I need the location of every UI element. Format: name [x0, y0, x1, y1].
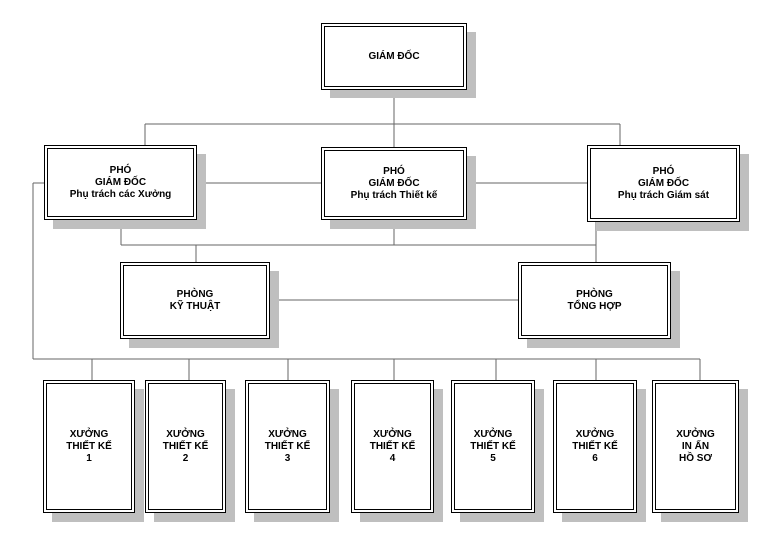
department-1-line-1: PHÒNG	[176, 288, 214, 300]
workshop-7-line-3: HỒ SƠ	[679, 452, 712, 464]
deputy-2-line-2: GIÁM ĐỐC	[368, 177, 420, 189]
workshop-5-line-1: XƯỞNG	[473, 428, 513, 440]
deputy-director-supervision-box[interactable]: PHÓ GIÁM ĐỐC Phụ trách Giám sát	[587, 145, 740, 222]
workshop-6-line-2: THIẾT KẾ	[572, 440, 618, 452]
department-2-label: PHÒNG TỔNG HỢP	[567, 289, 621, 313]
workshop-1-line-3: 1	[86, 452, 92, 464]
workshop-6-box[interactable]: XƯỞNG THIẾT KẾ 6	[553, 380, 637, 513]
department-2-line-1: PHÒNG	[576, 288, 613, 300]
deputy-1-line-2: GIÁM ĐỐC	[94, 176, 147, 188]
workshop-2-box[interactable]: XƯỞNG THIẾT KẾ 2	[145, 380, 226, 513]
workshop-4-box[interactable]: XƯỞNG THIẾT KẾ 4	[351, 380, 434, 513]
department-2-line-2: TỔNG HỢP	[567, 300, 622, 312]
workshop-1-box[interactable]: XƯỞNG THIẾT KẾ 1	[43, 380, 135, 513]
deputy-3-line-1: PHÓ	[652, 165, 675, 177]
workshop-7-line-2: IN ẤN	[681, 440, 710, 452]
workshop-1-line-2: THIẾT KẾ	[66, 440, 112, 452]
deputy-3-line-2: GIÁM ĐỐC	[637, 177, 690, 189]
director-line-1: GIÁM ĐỐC	[368, 50, 420, 62]
workshop-5-line-3: 5	[490, 452, 496, 464]
workshop-1-line-1: XƯỞNG	[69, 428, 109, 440]
general-department-box[interactable]: PHÒNG TỔNG HỢP	[518, 262, 671, 339]
workshop-4-line-2: THIẾT KẾ	[369, 440, 416, 452]
workshop-7-line-1: XƯỞNG	[676, 428, 715, 440]
deputy-director-design-box[interactable]: PHÓ GIÁM ĐỐC Phụ trách Thiết kế	[321, 147, 467, 220]
deputy-3-line-3: Phụ trách Giám sát	[617, 189, 710, 201]
workshop-3-line-2: THIẾT KẾ	[264, 440, 311, 452]
workshop-3-line-1: XƯỞNG	[268, 428, 307, 440]
workshop-5-label: XƯỞNG THIẾT KẾ 5	[470, 429, 516, 465]
workshop-3-line-3: 3	[284, 452, 291, 464]
workshop-1-label: XƯỞNG THIẾT KẾ 1	[66, 429, 112, 465]
workshop-5-line-2: THIẾT KẾ	[470, 440, 516, 452]
deputy-3-label: PHÓ GIÁM ĐỐC Phụ trách Giám sát	[618, 166, 709, 202]
deputy-1-line-3: Phụ trách các Xưởng	[69, 188, 172, 200]
workshop-5-box[interactable]: XƯỞNG THIẾT KẾ 5	[451, 380, 535, 513]
workshop-2-label: XƯỞNG THIẾT KẾ 2	[163, 429, 209, 465]
deputy-director-workshops-box[interactable]: PHÓ GIÁM ĐỐC Phụ trách các Xưởng	[44, 145, 197, 220]
workshop-4-line-3: 4	[389, 452, 396, 464]
workshop-4-line-1: XƯỞNG	[373, 428, 412, 440]
director-label: GIÁM ĐỐC	[368, 51, 419, 63]
workshop-3-box[interactable]: XƯỞNG THIẾT KẾ 3	[245, 380, 330, 513]
workshop-6-line-3: 6	[592, 452, 598, 464]
workshop-printing-box[interactable]: XƯỞNG IN ẤN HỒ SƠ	[652, 380, 739, 513]
workshop-2-line-1: XƯỞNG	[166, 428, 205, 440]
deputy-1-label: PHÓ GIÁM ĐỐC Phụ trách các Xưởng	[70, 165, 172, 201]
department-1-label: PHÒNG KỸ THUẬT	[170, 289, 221, 313]
workshop-3-label: XƯỞNG THIẾT KẾ 3	[265, 429, 311, 465]
workshop-6-line-1: XƯỞNG	[575, 428, 615, 440]
technical-department-box[interactable]: PHÒNG KỸ THUẬT	[120, 262, 270, 339]
deputy-2-label: PHÓ GIÁM ĐỐC Phụ trách Thiết kế	[351, 166, 438, 202]
workshop-6-label: XƯỞNG THIẾT KẾ 6	[572, 429, 618, 465]
workshop-2-line-3: 2	[182, 452, 189, 464]
director-box[interactable]: GIÁM ĐỐC	[321, 23, 467, 90]
deputy-2-line-3: Phụ trách Thiết kế	[350, 189, 438, 201]
deputy-2-line-1: PHÓ	[383, 165, 405, 177]
workshop-4-label: XƯỞNG THIẾT KẾ 4	[370, 429, 416, 465]
department-1-line-2: KỸ THUẬT	[169, 300, 221, 312]
workshop-7-label: XƯỞNG IN ẤN HỒ SƠ	[676, 429, 715, 465]
workshop-2-line-2: THIẾT KẾ	[162, 440, 209, 452]
deputy-1-line-1: PHÓ	[109, 164, 132, 176]
